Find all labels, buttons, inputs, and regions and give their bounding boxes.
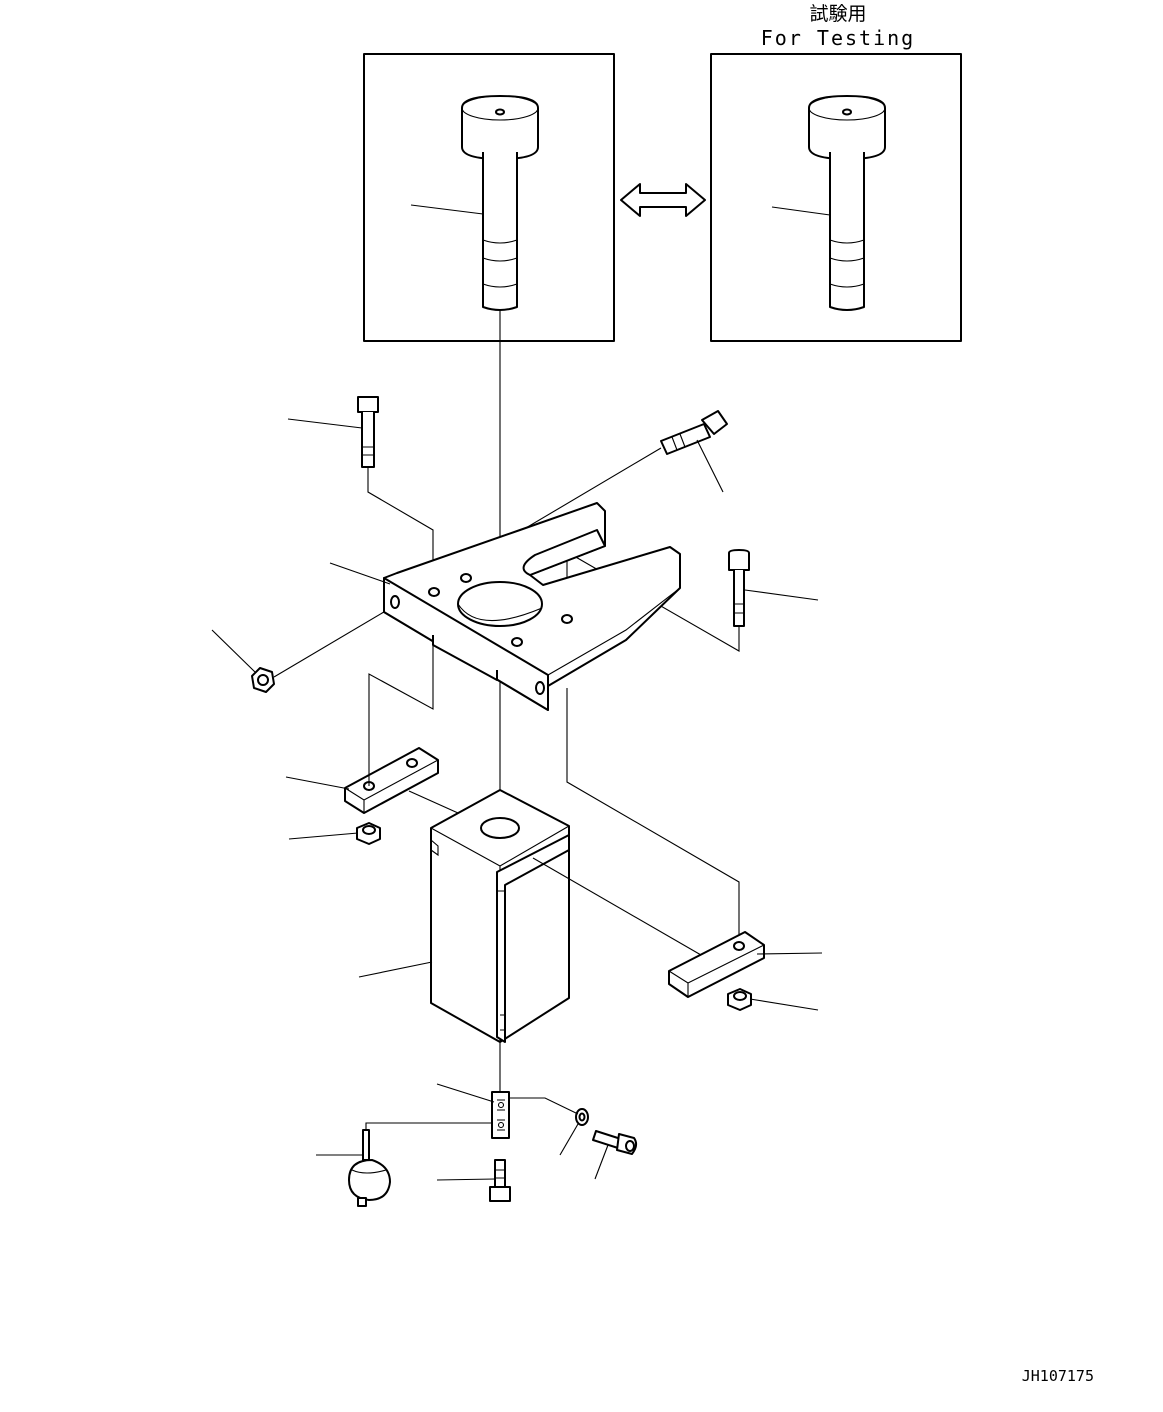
bolt-upper-angled[interactable]	[660, 410, 728, 455]
assembly-line-terminal-knob	[365, 1122, 492, 1132]
terminal-strip[interactable]	[491, 1091, 510, 1139]
assembly-line-plate-left-block	[408, 790, 459, 814]
bracket-fork[interactable]	[383, 502, 681, 711]
leader-nut-plate-left	[288, 832, 359, 840]
assembly-line-plate-left	[368, 645, 434, 786]
plate-left[interactable]	[344, 747, 439, 814]
assembly-line-terminal-washer	[509, 1097, 579, 1115]
leader-screw-bottom	[436, 1178, 496, 1181]
leader-terminal	[436, 1083, 495, 1103]
bolt-right-vertical[interactable]	[728, 549, 750, 627]
block-body[interactable]	[430, 789, 570, 1043]
double-arrow-icon	[620, 183, 706, 217]
leader-plate-left	[285, 776, 350, 790]
leader-pin-testing	[771, 206, 831, 216]
nut-plate-left[interactable]	[356, 822, 381, 845]
assembly-line-bolt-left	[367, 467, 434, 582]
pin-standard-box[interactable]	[363, 53, 615, 342]
leader-pin-standard	[410, 204, 484, 215]
assembly-line-block-right	[566, 688, 740, 944]
screw-socket-head[interactable]	[592, 1130, 638, 1155]
leader-bolt-upper	[696, 439, 724, 493]
drawing-code: JH107175	[1022, 1367, 1094, 1385]
leader-block	[358, 961, 433, 978]
pin-testing-box[interactable]	[710, 53, 962, 342]
pin-standard	[461, 95, 539, 311]
knob-sensor[interactable]	[348, 1129, 391, 1207]
leader-nut-plate-right	[749, 998, 819, 1011]
leader-bolt-left	[287, 418, 363, 429]
washer-small[interactable]	[575, 1108, 589, 1126]
assembly-line-block-plate	[532, 857, 702, 956]
header-title-jp: 試験用	[809, 3, 866, 25]
leader-bracket	[329, 562, 391, 585]
leader-washer	[559, 1123, 579, 1156]
pin-testing	[808, 95, 886, 311]
nut-left[interactable]	[251, 667, 275, 693]
plate-right[interactable]	[668, 931, 765, 998]
leader-plate-right	[756, 952, 823, 955]
bolt-left-vertical[interactable]	[357, 396, 379, 468]
leader-screw-socket	[594, 1144, 609, 1180]
screw-bottom[interactable]	[489, 1159, 511, 1202]
leader-nut-left	[211, 629, 256, 673]
nut-plate-right[interactable]	[727, 988, 752, 1011]
header-title-en: For Testing	[761, 26, 915, 50]
leader-bolt-right	[744, 589, 819, 601]
